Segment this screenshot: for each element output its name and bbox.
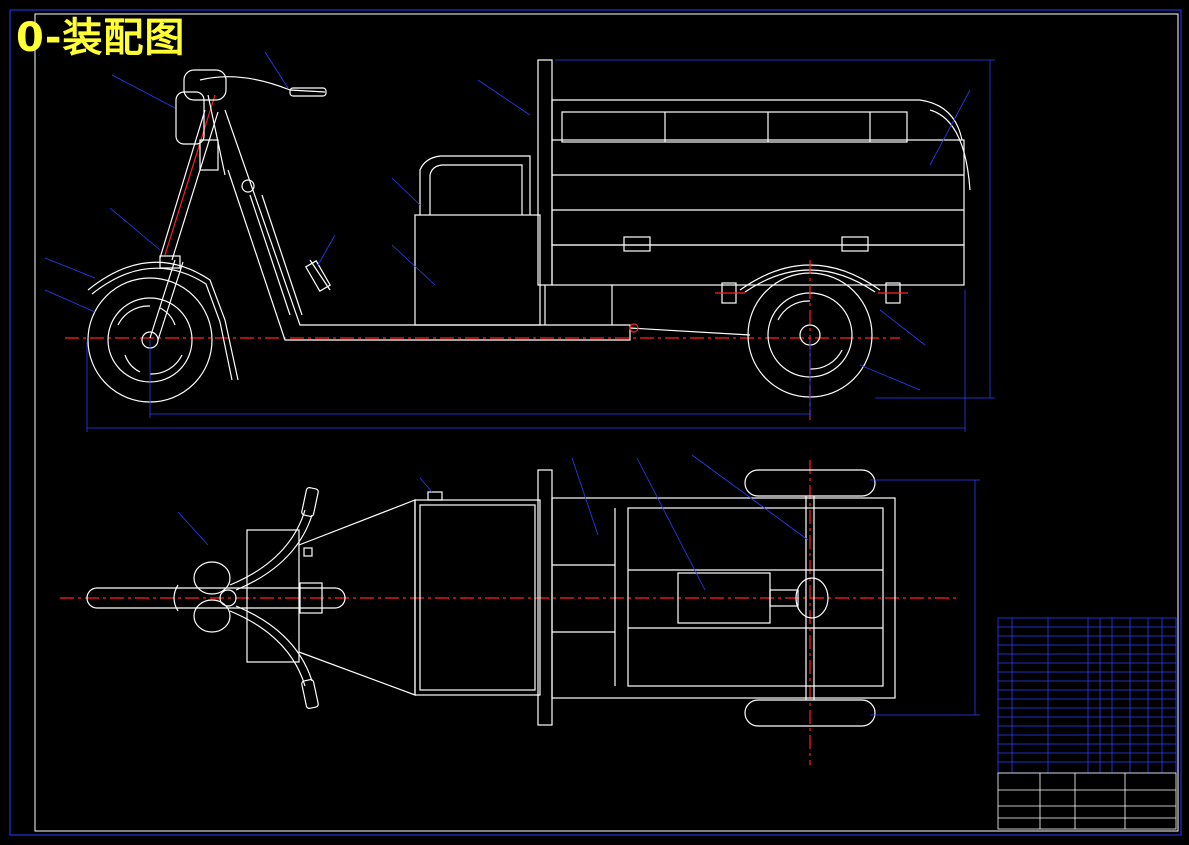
- side-dimensions: [44, 51, 995, 432]
- drawing-title: 0-装配图: [16, 15, 186, 61]
- parts-table: [997, 617, 1177, 774]
- top-dimensions: [177, 454, 980, 716]
- front-wheel: [87, 277, 213, 403]
- side-view: [65, 59, 971, 420]
- battery-box: [414, 214, 541, 326]
- frame: [224, 109, 631, 341]
- top-view: [60, 460, 960, 765]
- title-block: [997, 772, 1177, 830]
- inner-border: [34, 13, 1179, 832]
- outer-border: [9, 9, 1182, 836]
- fork-center: [164, 94, 216, 256]
